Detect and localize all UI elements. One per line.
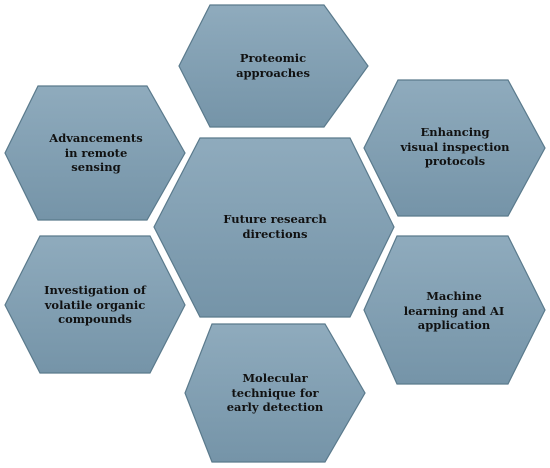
- label-remote-sensing: Advancements in remote sensing: [12, 100, 180, 206]
- label-proteomic: Proteomic approaches: [185, 20, 361, 112]
- label-proteomic-text: Proteomic approaches: [236, 51, 310, 80]
- label-visual-inspection-text: Enhancing visual inspection protocols: [400, 124, 510, 169]
- hex-visual-inspection: [363, 79, 546, 217]
- label-voc: Investigation of volatile organic compou…: [12, 250, 178, 360]
- hex-voc: [4, 235, 186, 374]
- label-center: Future research directions: [165, 172, 385, 282]
- hex-remote-sensing: [4, 85, 186, 221]
- label-machine-learning-text: Machine learning and AI application: [403, 288, 505, 333]
- label-molecular: Molecular technique for early detection: [192, 338, 358, 448]
- label-center-text: Future research directions: [223, 212, 327, 241]
- hex-molecular: [184, 323, 366, 463]
- hex-center: [153, 137, 395, 318]
- hex-proteomic: [178, 4, 369, 128]
- label-voc-text: Investigation of volatile organic compou…: [44, 282, 146, 327]
- label-machine-learning: Machine learning and AI application: [370, 256, 538, 366]
- hex-machine-learning: [363, 235, 546, 385]
- label-remote-sensing-text: Advancements in remote sensing: [49, 130, 143, 175]
- label-molecular-text: Molecular technique for early detection: [226, 370, 324, 415]
- label-visual-inspection: Enhancing visual inspection protocols: [372, 94, 538, 200]
